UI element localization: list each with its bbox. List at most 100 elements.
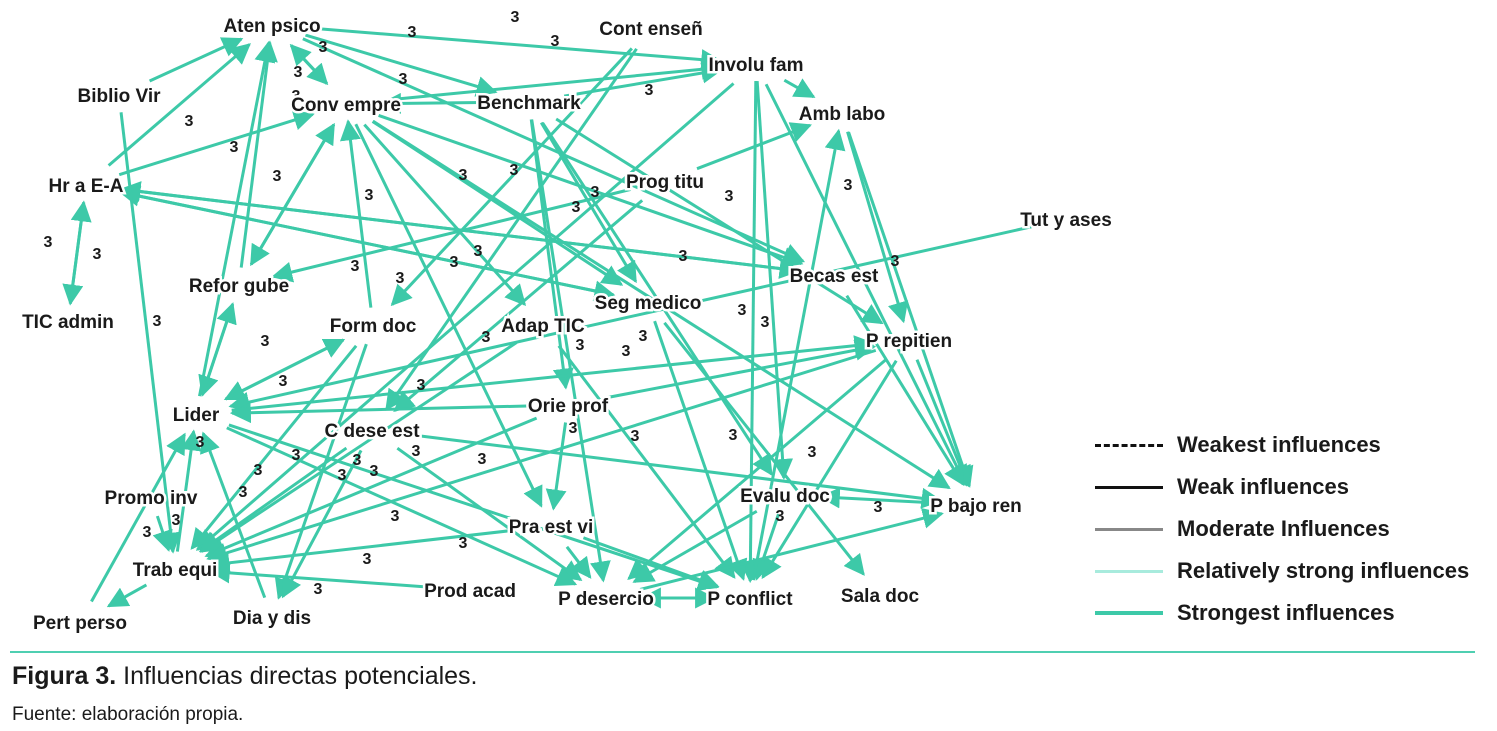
edge-promo-inv-to-trab-equi xyxy=(152,515,173,552)
node-sala-doc: Sala doc xyxy=(841,586,920,607)
node-involu-fam: Involu fam xyxy=(708,55,803,76)
edge-weight-label: 3 xyxy=(622,343,631,360)
node-c-dese-est: C dese est xyxy=(324,421,420,442)
edge-lider-to-aten-psico xyxy=(198,40,276,397)
figure-caption: Figura 3. Influencias directas potencial… xyxy=(12,662,478,691)
edge-weight-label: 3 xyxy=(408,24,417,41)
legend-swatch-weak xyxy=(1095,485,1163,489)
edge-involu-fam-to-amb-labo xyxy=(783,78,816,99)
node-benchmark: Benchmark xyxy=(477,93,581,114)
edge-weight-label: 3 xyxy=(482,329,491,346)
edge-c-dese-est-to-p-bajo-ren xyxy=(407,432,943,509)
edge-weight-label: 3 xyxy=(631,428,640,445)
legend-item-weakest: Weakest influences xyxy=(1095,424,1495,466)
edge-conv-empre-to-becas-est xyxy=(378,114,804,268)
edge-weight-label: 3 xyxy=(569,420,578,437)
edge-evalu-doc-to-p-conflict xyxy=(752,513,780,581)
legend-label-moderate: Moderate Influences xyxy=(1177,516,1390,541)
edge-prod-acad-to-trab-equi xyxy=(208,562,435,589)
edge-aten-psico-to-involu-fam xyxy=(307,26,723,71)
edge-orie-prof-to-lider xyxy=(229,402,533,424)
edge-weight-label: 3 xyxy=(510,162,519,179)
edge-weight-label: 3 xyxy=(143,524,152,541)
edge-dia-y-dis-to-lider xyxy=(200,431,267,599)
edge-layer xyxy=(62,26,1032,609)
edge-benchmark-to-p-desercio xyxy=(530,119,611,583)
caption-divider xyxy=(10,651,1475,653)
node-amb-labo: Amb labo xyxy=(799,104,886,125)
edge-weight-label: 3 xyxy=(370,463,379,480)
edge-weight-label: 3 xyxy=(279,373,288,390)
edge-weight-label: 3 xyxy=(292,447,301,464)
node-p-bajo-ren: P bajo ren xyxy=(930,496,1022,517)
edge-orie-prof-to-pra-est-vi xyxy=(545,422,568,511)
edge-weight-label: 3 xyxy=(891,253,900,270)
edge-benchmark-to-orie-prof xyxy=(529,119,574,390)
legend-swatch-weakest xyxy=(1095,443,1163,447)
edge-cont-ensen-to-c-dese-est xyxy=(385,47,638,411)
node-hr-a-ea: Hr a E-A xyxy=(49,176,124,197)
node-form-doc: Form doc xyxy=(330,316,417,337)
edge-weight-label: 3 xyxy=(319,39,328,56)
edge-pra-est-vi-to-p-conflict xyxy=(582,536,720,590)
node-lider: Lider xyxy=(173,405,220,426)
edge-weight-label: 3 xyxy=(338,467,347,484)
legend-label-relatively-strong: Relatively strong influences xyxy=(1177,558,1470,583)
edge-weight-label: 3 xyxy=(551,33,560,50)
node-p-repitien: P repitien xyxy=(866,331,952,352)
edge-p-conflict-to-amb-labo xyxy=(751,128,846,581)
edge-aten-psico-to-benchmark xyxy=(305,33,498,97)
legend-label-strongest: Strongest influences xyxy=(1177,600,1395,625)
edge-weight-label: 3 xyxy=(273,168,282,185)
edge-weight-label: 3 xyxy=(808,444,817,461)
node-biblio-vir: Biblio Vir xyxy=(77,86,161,107)
legend-item-strongest: Strongest influences xyxy=(1095,592,1495,634)
edge-weight-label: 3 xyxy=(844,177,853,194)
node-pert-perso: Pert perso xyxy=(33,613,127,634)
edge-benchmark-to-evalu-doc xyxy=(541,121,773,476)
edge-trab-equi-to-lider xyxy=(175,429,202,552)
edge-refor-gube-to-aten-psico xyxy=(239,40,278,268)
edge-hr-a-ea-to-aten-psico xyxy=(107,43,251,167)
node-aten-psico: Aten psico xyxy=(223,16,320,37)
edge-tut-y-ases-to-lider xyxy=(228,225,1032,413)
edge-cont-ensen-to-form-doc xyxy=(390,47,633,307)
legend-item-relatively-strong: Relatively strong influences xyxy=(1095,550,1495,592)
edge-orie-prof-to-trab-equi xyxy=(204,416,538,559)
node-refor-gube: Refor gube xyxy=(189,276,289,297)
edge-biblio-vir-to-aten-psico xyxy=(148,37,244,83)
edge-involu-fam-to-trab-equi xyxy=(195,82,735,551)
edge-weight-label: 3 xyxy=(363,551,372,568)
edge-weight-label: 3 xyxy=(572,199,581,216)
edge-becas-est-to-p-bajo-ren xyxy=(845,294,965,487)
node-prod-acad: Prod acad xyxy=(424,581,516,602)
edge-p-bajo-ren-to-evalu-doc xyxy=(818,487,941,509)
edge-weight-label: 3 xyxy=(776,508,785,525)
node-prog-titu: Prog titu xyxy=(626,172,704,193)
edge-weight-label: 3 xyxy=(738,302,747,319)
node-adap-tic: Adap TIC xyxy=(501,316,585,337)
edge-evalu-doc-to-p-desercio xyxy=(632,509,758,584)
edge-pra-est-vi-to-p-desercio xyxy=(565,545,592,579)
edge-weight-label: 3 xyxy=(353,452,362,469)
legend: Weakest influences Weak influences Moder… xyxy=(1095,424,1495,634)
edge-conv-empre-to-adap-tic xyxy=(363,123,527,306)
edge-aten-psico-to-becas-est xyxy=(302,37,806,264)
edge-weight-label: 3 xyxy=(239,484,248,501)
edge-weight-label: 3 xyxy=(679,248,688,265)
edge-form-doc-to-trab-equi xyxy=(190,344,358,550)
edge-weight-label: 3 xyxy=(254,462,263,479)
edge-amb-labo-to-p-repitien xyxy=(846,131,909,324)
edge-weight-label: 3 xyxy=(450,254,459,271)
edge-weight-label: 3 xyxy=(185,113,194,130)
edge-p-repitien-to-p-desercio xyxy=(627,358,888,580)
node-seg-medico: Seg medico xyxy=(595,293,702,314)
edge-weight-label: 3 xyxy=(314,581,323,598)
edge-adap-tic-to-trab-equi xyxy=(199,341,518,553)
legend-item-moderate: Moderate Influences xyxy=(1095,508,1495,550)
edge-weight-label: 3 xyxy=(399,71,408,88)
edge-prog-titu-to-refor-gube xyxy=(271,187,632,283)
node-orie-prof: Orie prof xyxy=(528,396,609,417)
